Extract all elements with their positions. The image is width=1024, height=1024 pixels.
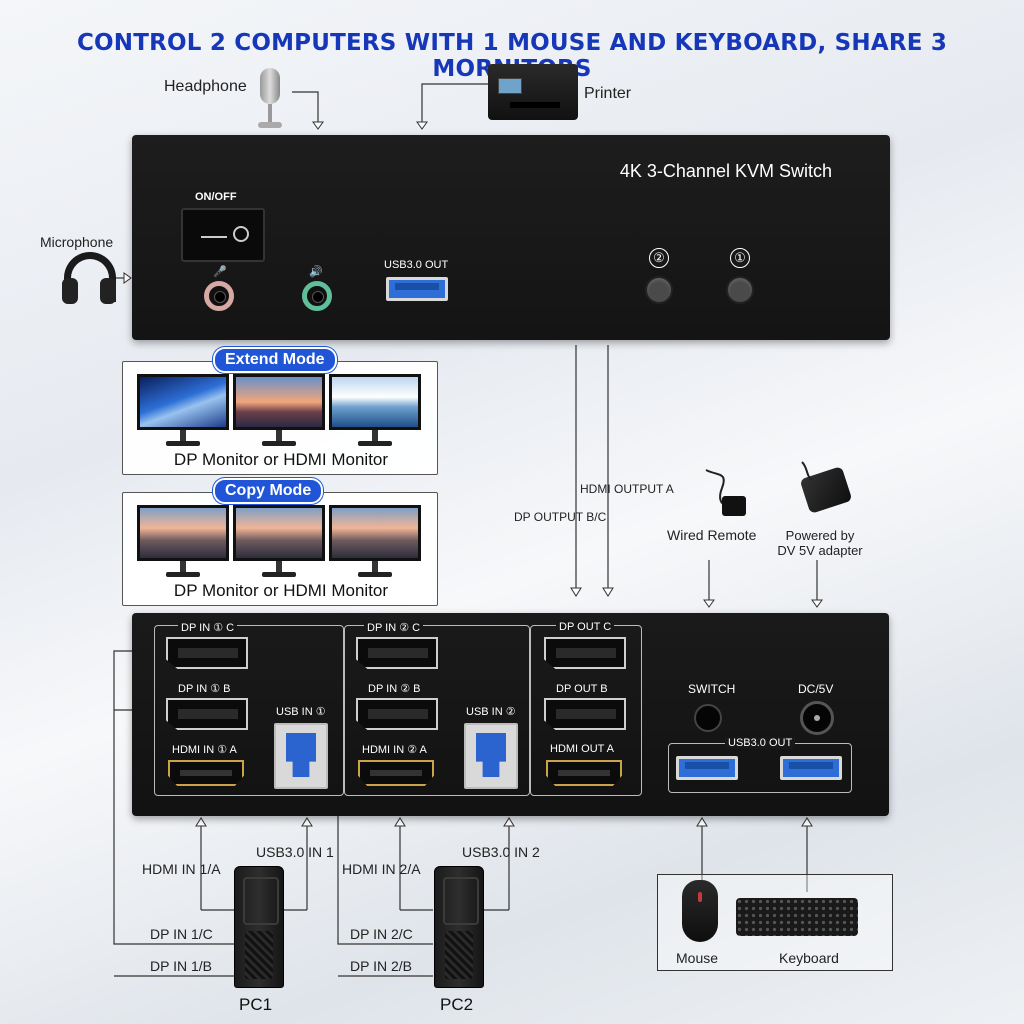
monitor-icon <box>137 505 229 561</box>
power-switch[interactable] <box>181 208 265 262</box>
usb-in-2-label: USB IN ② <box>466 706 516 718</box>
hdmi-in-2a-port[interactable] <box>358 760 434 786</box>
power-label-line2: DV 5V adapter <box>777 543 863 558</box>
cable-usb-in-2-label: USB3.0 IN 2 <box>462 844 540 860</box>
mouse-label: Mouse <box>676 950 719 966</box>
hdmi-in-2a-label: HDMI IN ② A <box>362 744 427 756</box>
mic-icon: 🎤 <box>213 266 227 278</box>
usb-in-2-port[interactable] <box>464 723 518 789</box>
usb-out-port-2[interactable] <box>780 756 842 780</box>
cable-hdmi-in-1a-label: HDMI IN 1/A <box>142 861 221 877</box>
monitor-icon <box>329 505 421 561</box>
extend-mode-badge: Extend Mode <box>213 347 337 373</box>
dp-out-b-port[interactable] <box>544 698 626 730</box>
power-label: Powered by DV 5V adapter <box>768 528 872 558</box>
monitor-icon <box>137 374 229 430</box>
mic-jack[interactable] <box>204 281 234 311</box>
monitor-icon <box>233 374 325 430</box>
audio-jack[interactable] <box>302 281 332 311</box>
pc2-tower-icon <box>434 866 484 988</box>
dp-out-c-label: DP OUT C <box>556 621 615 633</box>
wired-remote-icon <box>700 466 750 516</box>
dp-in-2c-label: DP IN ② C <box>364 621 424 634</box>
copy-mode-box: DP Monitor or HDMI Monitor <box>122 492 438 606</box>
mouse-icon <box>682 880 718 942</box>
hdmi-in-1a-port[interactable] <box>168 760 244 786</box>
dp-in-1c-port[interactable] <box>166 637 248 669</box>
kvm-product-name: 4K 3-Channel KVM Switch <box>619 161 832 181</box>
microphone-label: Microphone <box>40 234 114 250</box>
speaker-icon: 🔊 <box>309 266 323 278</box>
dp-in-2b-port[interactable] <box>356 698 438 730</box>
copy-monitors <box>137 505 425 581</box>
dc-power-jack[interactable] <box>800 701 834 735</box>
power-switch-label: ON/OFF <box>195 191 237 203</box>
button-2-label: ② <box>649 248 669 268</box>
select-pc1-button[interactable] <box>726 276 754 304</box>
usb-in-1-port[interactable] <box>274 723 328 789</box>
keyboard-label: Keyboard <box>779 950 839 966</box>
extend-mode-box: DP Monitor or HDMI Monitor <box>122 361 438 475</box>
cable-dp-in-1c-label: DP IN 1/C <box>150 926 213 942</box>
pc2-label: PC2 <box>440 995 474 1014</box>
printer-icon <box>488 64 578 120</box>
pc1-tower-icon <box>234 866 284 988</box>
monitor-icon <box>233 505 325 561</box>
dp-in-2b-label: DP IN ② B <box>368 683 421 695</box>
copy-mode-badge: Copy Mode <box>213 478 324 504</box>
dp-out-c-port[interactable] <box>544 637 626 669</box>
pc1-input-group <box>154 625 344 796</box>
headphones-icon <box>62 252 118 308</box>
monitor-icon <box>329 374 421 430</box>
microphone-stand-icon <box>258 68 282 128</box>
cable-dp-in-2c-label: DP IN 2/C <box>350 926 413 942</box>
dp-in-2c-port[interactable] <box>356 637 438 669</box>
dp-in-1c-label: DP IN ① C <box>178 621 238 634</box>
copy-mode-caption: DP Monitor or HDMI Monitor <box>173 581 389 600</box>
cable-dp-in-2b-label: DP IN 2/B <box>350 958 412 974</box>
usb-out-port-1[interactable] <box>676 756 738 780</box>
cable-hdmi-in-2a-label: HDMI IN 2/A <box>342 861 421 877</box>
hdmi-output-a-label: HDMI OUTPUT A <box>580 482 674 496</box>
select-pc2-button[interactable] <box>645 276 673 304</box>
cable-dp-in-1b-label: DP IN 1/B <box>150 958 212 974</box>
pc1-label: PC1 <box>239 995 273 1014</box>
power-adapter-icon <box>792 458 858 518</box>
cable-usb-in-1-label: USB3.0 IN 1 <box>256 844 334 860</box>
front-usb-out-label: USB3.0 OUT <box>384 259 449 271</box>
button-1-label: ① <box>730 248 750 268</box>
back-usb-out-label: USB3.0 OUT <box>725 737 796 749</box>
dp-output-bc-label: DP OUTPUT B/C <box>514 510 607 524</box>
hdmi-out-a-label: HDMI OUT A <box>550 743 614 755</box>
kvm-front-panel: 4K 3-Channel KVM Switch ON/OFF 🎤 🔊 USB3.… <box>132 135 890 340</box>
hdmi-in-1a-label: HDMI IN ① A <box>172 744 237 756</box>
pc2-input-group <box>344 625 530 796</box>
dp-in-1b-port[interactable] <box>166 698 248 730</box>
switch-jack[interactable] <box>694 704 722 732</box>
dc-jack-label: DC/5V <box>798 682 834 696</box>
dp-out-b-label: DP OUT B <box>556 683 608 695</box>
wired-remote-label: Wired Remote <box>667 527 757 543</box>
keyboard-icon <box>736 898 858 936</box>
dp-in-1b-label: DP IN ① B <box>178 683 231 695</box>
power-label-line1: Powered by <box>785 528 855 543</box>
front-usb-out-port[interactable] <box>386 277 448 301</box>
usb-in-1-label: USB IN ① <box>276 706 326 718</box>
extend-mode-caption: DP Monitor or HDMI Monitor <box>173 450 389 469</box>
switch-jack-label: SWITCH <box>688 682 736 696</box>
hdmi-out-a-port[interactable] <box>546 760 622 786</box>
printer-label: Printer <box>584 85 632 102</box>
headphone-label: Headphone <box>164 78 247 95</box>
kvm-back-panel: DP IN ① C DP IN ① B HDMI IN ① A USB IN ①… <box>132 613 889 816</box>
extend-monitors <box>137 374 425 450</box>
